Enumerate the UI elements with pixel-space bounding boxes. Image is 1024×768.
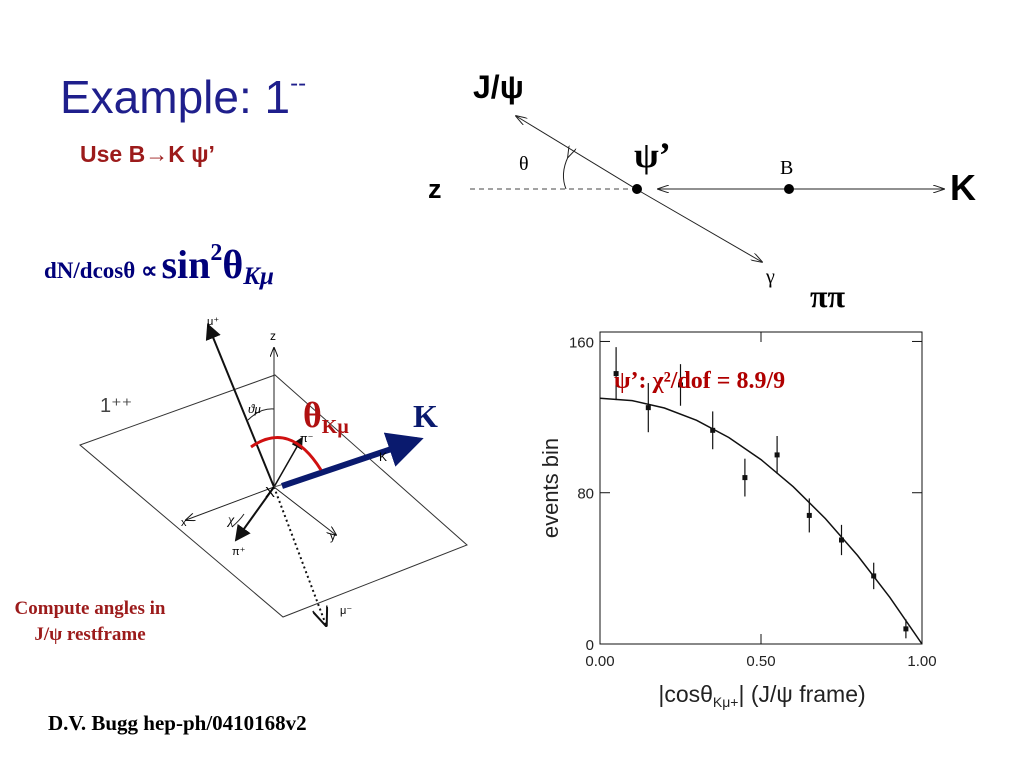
data-point [806,512,812,518]
theta-arc [562,157,568,190]
theta-k-mu-arc [250,436,323,471]
chi-arc [231,513,245,528]
chart-ticks: 0 80 160 0.00 0.50 1.00 [569,332,937,670]
title-text: Example: 1 [60,71,291,123]
data-point [903,626,909,632]
pi-plus-arrow [234,486,275,542]
subtitle: Use B→K ψ’ [80,141,215,167]
mu-minus-label: μ⁻ [340,605,352,617]
formula-subscript: Kμ [243,263,274,290]
gamma-arrow [635,188,762,262]
data-point [645,405,651,411]
formula-sin: sin [161,242,211,287]
title-superscript: -- [290,70,307,97]
decay-diagram: J/ψ ψ’ θ z B K γ ππ [428,69,976,314]
theta-label: θ [519,153,529,175]
formula-power: 2 [210,240,223,266]
b-label: B [780,157,793,179]
fit-curve [599,397,923,645]
page-title: Example: 1-- [60,70,306,124]
chart-ylabel: events bin [538,438,563,538]
k-label: K [950,167,976,208]
pi-plus-label: π⁺ [232,546,246,558]
compute-note-line-2: J/ψ restframe [34,624,146,645]
y-axis-label: y [330,531,336,543]
chart-annotation: ψ’: χ²/dof = 8.9/9 [614,368,785,394]
theta-k-mu-symbol: θ [303,395,322,435]
y-tick-label: 160 [569,334,594,351]
data-point [871,573,877,579]
pi-minus-arrow [273,436,303,488]
theta-mu-label: ϑμ [248,401,261,416]
x-origin-label: X [265,484,275,501]
x-axis-label: x [181,517,187,529]
y-tick-label: 0 [586,637,594,654]
theta-k-mu-label: θKμ [303,395,349,438]
y-tick-label: 80 [577,486,594,503]
mu-plus-label: μ⁺ [207,316,219,328]
k-arrow-label: K [413,398,438,434]
x-tick-label: 0.00 [585,653,614,670]
chart-xlabel-post: | (J/ψ frame) [739,681,866,707]
formula-lhs: dN/dcosθ ∝ [44,258,158,283]
data-point [839,537,844,543]
z-axis-label: z [270,329,276,343]
x-tick-label: 1.00 [907,653,936,670]
psi-prime-vertex [632,184,642,194]
chart-points [613,347,909,639]
chart-xlabel: |cosθKμ+| (J/ψ frame) [658,681,865,710]
z-label: z [428,174,442,204]
y-axis-arrow [273,486,336,535]
psi-prime-label: ψ’ [634,135,671,175]
data-point [774,452,780,458]
decay-plane [79,374,468,618]
pipi-label: ππ [810,278,846,314]
k-small-label: K [379,450,387,464]
chart-xlabel-pre: |cosθ [658,681,713,707]
data-point [710,427,716,433]
data-point [613,371,619,377]
compute-note: Compute angles in J/ψ restframe [0,596,200,648]
compute-note-line-1: Compute angles in [14,598,166,619]
angular-distribution-formula: dN/dcosθ ∝ sin2θKμ [44,240,274,291]
formula-theta: θ [222,242,244,287]
mu-plus-arrow [205,323,275,488]
chart-xlabel-sub: Kμ+ [713,694,739,710]
pi-minus-label: π⁻ [300,433,314,445]
x-tick-label: 0.50 [746,653,775,670]
chi-label: χ [226,513,235,528]
jpsi-label: J/ψ [473,69,524,105]
theta-k-mu-subscript: Kμ [322,416,350,438]
state-label: 1⁺⁺ [100,395,132,417]
gamma-label: γ [765,266,775,288]
data-point [678,382,683,388]
x-axis-arrow [186,486,275,520]
k-thick-arrow [281,432,424,489]
citation: D.V. Bugg hep-ph/0410168v2 [48,711,307,735]
data-point [742,475,748,481]
theta-mu-arc [247,408,275,421]
b-vertex [784,184,794,194]
